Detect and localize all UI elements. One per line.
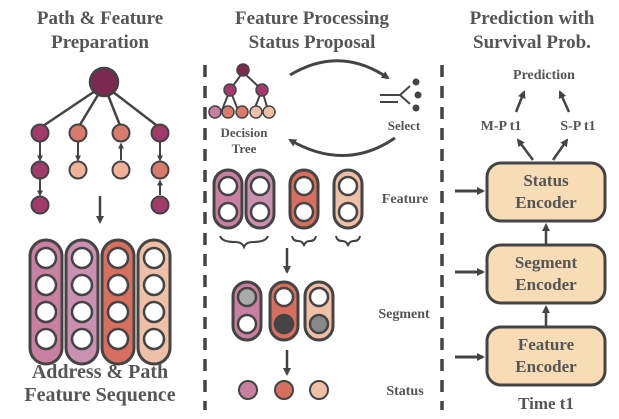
sp-label: S-P t1 — [560, 119, 595, 134]
root-node — [88, 66, 120, 98]
decision-tree-label-line2: Tree — [232, 141, 257, 156]
sp-to-prediction-arrow — [558, 90, 571, 113]
row-label-feature: Feature — [382, 192, 428, 207]
left-caption-line1: Address & Path — [32, 361, 168, 383]
status-nodes — [238, 380, 329, 400]
segment-encoder-box — [485, 243, 607, 305]
path-tree — [30, 66, 170, 215]
encoder-to-mp-arrow — [516, 138, 534, 161]
left-caption-line2: Feature Sequence — [24, 384, 175, 406]
status-encoder-box — [485, 161, 607, 223]
feature-encoder-line1: Feature — [518, 335, 575, 354]
curve-arrow-bottom — [288, 136, 396, 157]
mp-label: M-P t1 — [481, 119, 522, 134]
feature-sequence — [28, 238, 172, 366]
select-icon — [380, 78, 422, 112]
segment-encoder-line1: Segment — [515, 253, 578, 272]
feature-encoder-line2: Encoder — [515, 357, 577, 376]
segment-encoder-line2: Encoder — [515, 275, 577, 294]
row-label-segment: Segment — [378, 307, 430, 322]
prediction-label: Prediction — [513, 68, 575, 83]
right-title-line2: Survival Prob. — [473, 32, 591, 53]
curve-arrow-top — [289, 59, 390, 80]
left-title-line1: Path & Feature — [37, 8, 163, 29]
left-title-line2: Preparation — [51, 32, 149, 53]
decision-tree-icon — [208, 63, 276, 119]
right-title-line1: Prediction with — [470, 8, 595, 29]
time-label: Time t1 — [518, 394, 574, 413]
feature-encoder-box — [485, 325, 607, 387]
mid-title-line1: Feature Processing — [235, 8, 389, 29]
feature-columns — [212, 168, 364, 250]
row-label-status: Status — [386, 384, 424, 399]
mp-to-prediction-arrow — [514, 90, 526, 113]
mid-title-line2: Status Proposal — [249, 32, 376, 53]
encoder-to-sp-arrow — [551, 138, 569, 161]
decision-tree-label-line1: Decision — [221, 125, 269, 140]
status-encoder-line1: Status — [523, 171, 569, 190]
status-encoder-line2: Encoder — [515, 193, 577, 212]
segment-columns — [231, 280, 335, 342]
select-label: Select — [388, 118, 421, 133]
